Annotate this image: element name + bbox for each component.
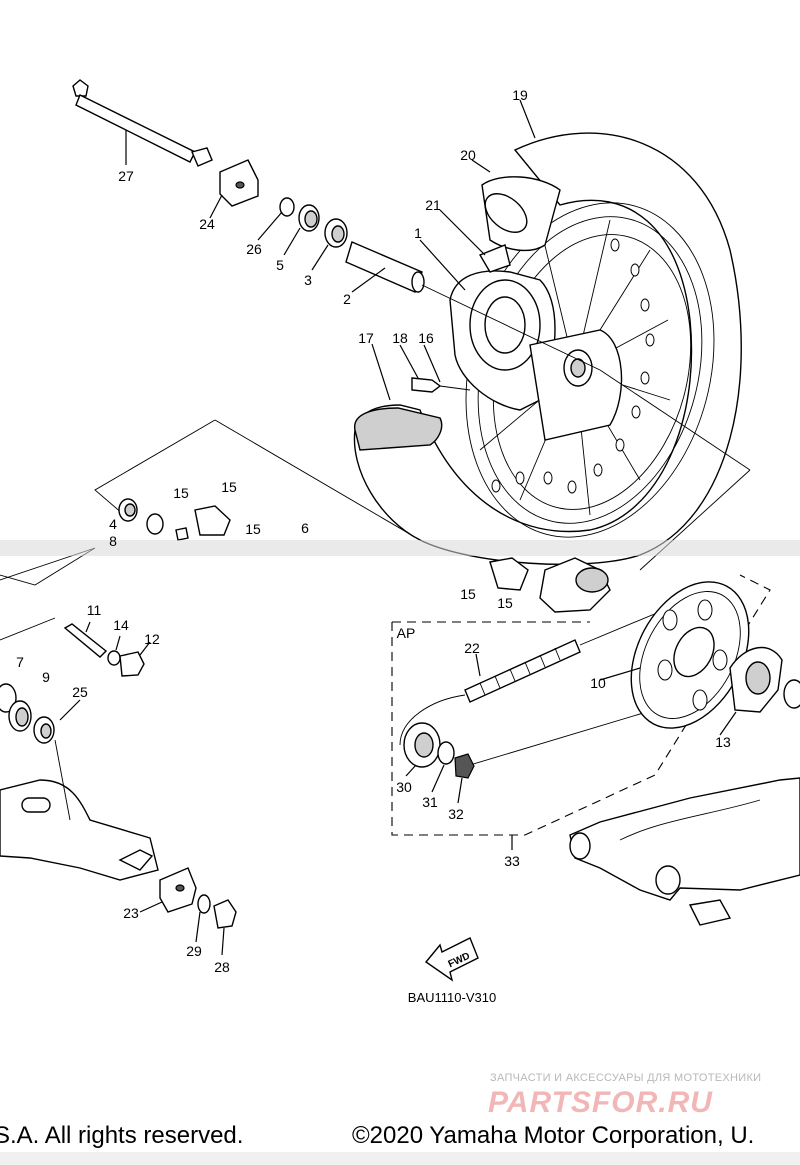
watermark-tagline: ЗАПЧАСТИ И АКСЕССУАРЫ ДЛЯ МОТОТЕХНИКИ (490, 1072, 762, 1084)
leader-lines (59, 99, 737, 956)
sprocket-side-parts-top (118, 498, 231, 541)
label-18: 18 (392, 330, 408, 346)
footer-copyright-left: S.A. All rights reserved. (0, 1122, 244, 1149)
label-19: 19 (512, 87, 528, 103)
label-28: 28 (214, 959, 230, 975)
label-21: 21 (425, 197, 441, 213)
label-5: 5 (276, 257, 284, 273)
label-33: 33 (504, 853, 520, 869)
label-31: 31 (422, 794, 438, 810)
label-7: 7 (16, 654, 24, 670)
rear-axle (72, 79, 213, 167)
label-27: 27 (118, 168, 134, 184)
drawing-code: BAU1110-V310 (408, 990, 496, 1005)
label-30: 30 (396, 779, 412, 795)
chain-adjuster-left (159, 867, 237, 929)
label-23: 23 (123, 905, 139, 921)
label-15-e: 15 (497, 595, 513, 611)
rear-sprocket (630, 581, 750, 729)
label-15-d: 15 (460, 586, 476, 602)
swingarm-pivot-hardware (63, 623, 145, 677)
label-29: 29 (186, 943, 202, 959)
label-6: 6 (301, 520, 309, 536)
label-15-c: 15 (245, 521, 261, 537)
watermark-logo: PARTSFOR.RU (488, 1086, 713, 1119)
label-14: 14 (113, 617, 129, 633)
label-24: 24 (199, 216, 215, 232)
label-8: 8 (109, 533, 117, 549)
chain-set-box (391, 574, 771, 836)
label-12: 12 (144, 631, 160, 647)
label-16: 16 (418, 330, 434, 346)
sprocket-plate (729, 646, 800, 713)
label-4: 4 (109, 516, 117, 532)
label-26: 26 (246, 241, 262, 257)
label-15-a: 15 (173, 485, 189, 501)
rear-wheel-tire (353, 132, 742, 566)
swingarm-right (569, 777, 800, 926)
forward-arrow-icon: FWD (424, 937, 479, 982)
label-20: 20 (460, 147, 476, 163)
label-32: 32 (448, 806, 464, 822)
label-13: 13 (715, 734, 731, 750)
label-1: 1 (414, 225, 422, 241)
label-9: 9 (42, 669, 50, 685)
label-11: 11 (87, 602, 102, 618)
wheel-bearing-group (279, 197, 425, 293)
part-labels: 19 20 21 1 27 24 26 5 3 2 17 18 16 4 15 … (16, 87, 731, 1005)
drive-sprocket (403, 722, 475, 779)
label-3: 3 (304, 272, 312, 288)
label-2: 2 (343, 291, 351, 307)
footer-copyright-right: ©2020 Yamaha Motor Corporation, U. (352, 1122, 755, 1149)
label-17: 17 (358, 330, 374, 346)
scan-noise-band (0, 540, 800, 1165)
swingarm-left (0, 739, 159, 881)
label-15-b: 15 (221, 479, 237, 495)
label-10: 10 (590, 675, 606, 691)
assembly-label: AP (397, 625, 416, 641)
label-22: 22 (464, 640, 480, 656)
chain-adjuster-right (219, 159, 259, 207)
sprocket-hub-parts (489, 557, 611, 613)
label-25: 25 (72, 684, 88, 700)
swingarm-bearings (0, 683, 55, 744)
